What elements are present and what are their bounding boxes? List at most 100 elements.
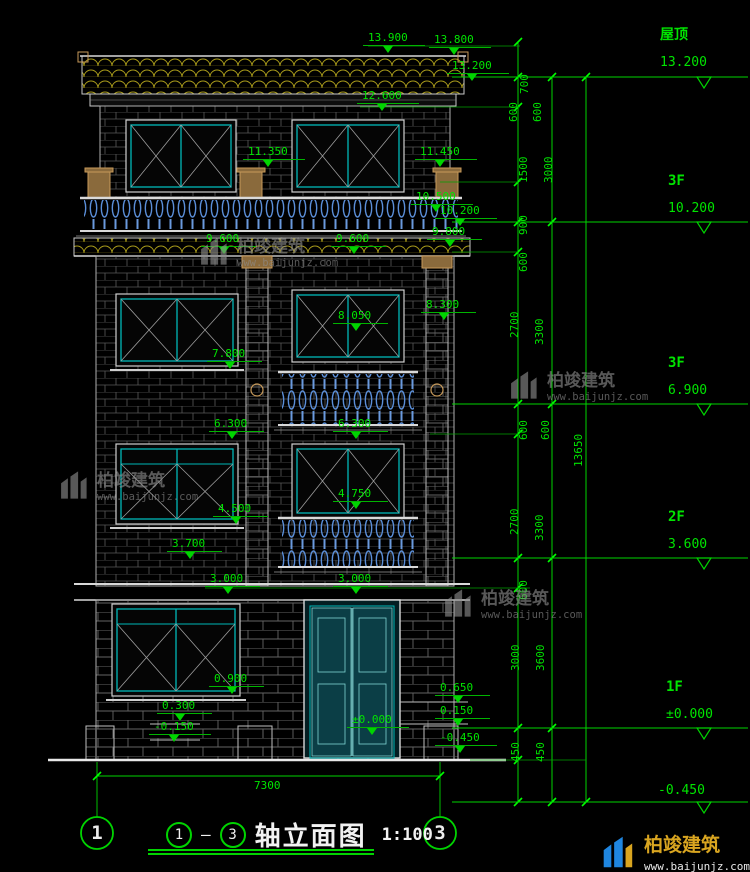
dim-label: 3.000 [332, 572, 389, 594]
bases-and-steps [85, 701, 468, 761]
dim-label: 900 [517, 215, 530, 235]
watermark-url: www.baijunjz.com [547, 391, 649, 403]
dim-label: 600 [531, 102, 544, 122]
level-value: -0.450 [658, 783, 705, 798]
dim-label: 13650 [572, 433, 585, 467]
watermark-name: 柏竣建筑 [237, 237, 305, 257]
dim-label: 6.300 [208, 417, 265, 439]
axis-number-left: 1 [91, 822, 103, 844]
watermark: 柏竣建筑 www.baijunjz.com [56, 466, 198, 503]
level-label: 1F [666, 679, 683, 695]
level-value: 13.200 [660, 55, 707, 70]
level-label: 3F [668, 173, 685, 189]
dim-label: 13.200 [447, 59, 509, 81]
dim-label: ±0.000 [347, 713, 409, 735]
axis-number-right: 3 [434, 822, 446, 844]
dim-label: 7300 [254, 779, 281, 792]
dim-label: 8.050 [332, 309, 389, 331]
attic-window-left [125, 119, 237, 193]
dim-label: 3300 [533, 514, 546, 542]
dim-label: 11.450 [415, 145, 477, 167]
level-value: 10.200 [668, 201, 715, 216]
level-label: 2F [668, 509, 685, 525]
title-dash: — [201, 825, 211, 844]
dim-label: 13.900 [363, 31, 425, 53]
axis-bubble-1 [80, 816, 114, 850]
dim-label: 7.800 [206, 347, 263, 369]
dim-label: 11.350 [243, 145, 305, 167]
brand-logo: 柏竣建筑 www.baijunjz.com [598, 830, 750, 872]
axis-bubble-3 [423, 816, 457, 850]
dim-label: 600 [539, 420, 552, 440]
level-2f: 2F 3.600 [668, 510, 707, 551]
level-value: 6.900 [668, 383, 708, 398]
balustrade-3f [76, 196, 466, 237]
title-underline [148, 849, 374, 851]
watermark-logo-icon [61, 470, 87, 499]
dim-label: 3600 [534, 644, 547, 672]
title-axis-to-bubble: 3 [219, 821, 246, 848]
watermark: 柏竣建筑 www.baijunjz.com [196, 232, 338, 269]
balustrade-2f-lower [274, 516, 422, 573]
title-text: 轴立面图 [254, 822, 367, 852]
dim-label: 3000 [509, 644, 522, 672]
dim-label: -0.150 [149, 720, 211, 742]
dim-label: 6.300 [332, 417, 389, 439]
level-3f-upper: 3F 10.200 [668, 174, 715, 215]
entrance-door [303, 599, 401, 759]
pilasters [241, 255, 453, 587]
title-axis-from-bubble: 1 [166, 821, 192, 848]
dim-label: 9.800 [426, 225, 483, 247]
level-minus-0450: -0.450 [658, 770, 705, 797]
dim-label: 600 [517, 420, 530, 440]
watermark: 柏竣建筑 www.baijunjz.com [440, 584, 582, 621]
dim-label: 450 [509, 742, 522, 762]
dim-label: 13.800 [429, 33, 491, 55]
dim-label: 450 [534, 742, 547, 762]
dim-label: 10.200 [435, 204, 497, 226]
brand-url: www.baijunjz.com [644, 860, 750, 872]
balcony-posts [84, 167, 462, 199]
dim-label: 3.000 [204, 572, 261, 594]
dim-label: 0.900 [208, 672, 265, 694]
dim-label: 0.150 [434, 704, 491, 726]
level-value: 3.600 [668, 537, 708, 552]
title-scale: 1:100 [381, 824, 433, 845]
dim-label: 8.300 [420, 298, 477, 320]
dim-label: 2700 [508, 508, 521, 536]
dim-label: 2700 [508, 311, 521, 339]
level-1f: 1F ±0.000 [666, 680, 713, 721]
watermark-logo-icon [445, 588, 471, 617]
dim-label: -0.450 [435, 731, 497, 753]
dim-label: 700 [518, 74, 531, 94]
level-value: ±0.000 [666, 707, 713, 722]
dim-label: 9.600 [330, 232, 387, 254]
balustrade-2f-upper [274, 370, 422, 431]
dim-label: 10.500 [411, 190, 473, 212]
watermark-url: www.baijunjz.com [481, 609, 583, 621]
watermark-logo-icon [201, 236, 227, 265]
brand-name: 柏竣建筑 [644, 834, 721, 856]
level-roof: 屋顶 13.200 [660, 28, 707, 69]
dim-label: 3000 [542, 156, 555, 184]
watermark-name: 柏竣建筑 [547, 371, 615, 391]
attic-window-right [291, 119, 405, 193]
window-2f-left-upper [110, 293, 244, 371]
watermark: 柏竣建筑 www.baijunjz.com [506, 366, 648, 403]
brand-logo-icon [603, 836, 633, 867]
window-2f-center-lower [291, 443, 405, 519]
window-1f-left [106, 603, 246, 701]
dim-label: 600 [517, 252, 530, 272]
dim-label: 3300 [533, 318, 546, 346]
watermark-url: www.baijunjz.com [97, 491, 199, 503]
window-2f-center-upper [291, 289, 405, 363]
dim-label: 0.300 [156, 699, 213, 721]
dim-label: 4.750 [332, 487, 389, 509]
roof [77, 51, 469, 107]
dim-label: 1500 [517, 156, 530, 184]
watermark-logo-icon [511, 370, 537, 399]
window-2f-left-lower [110, 443, 244, 529]
